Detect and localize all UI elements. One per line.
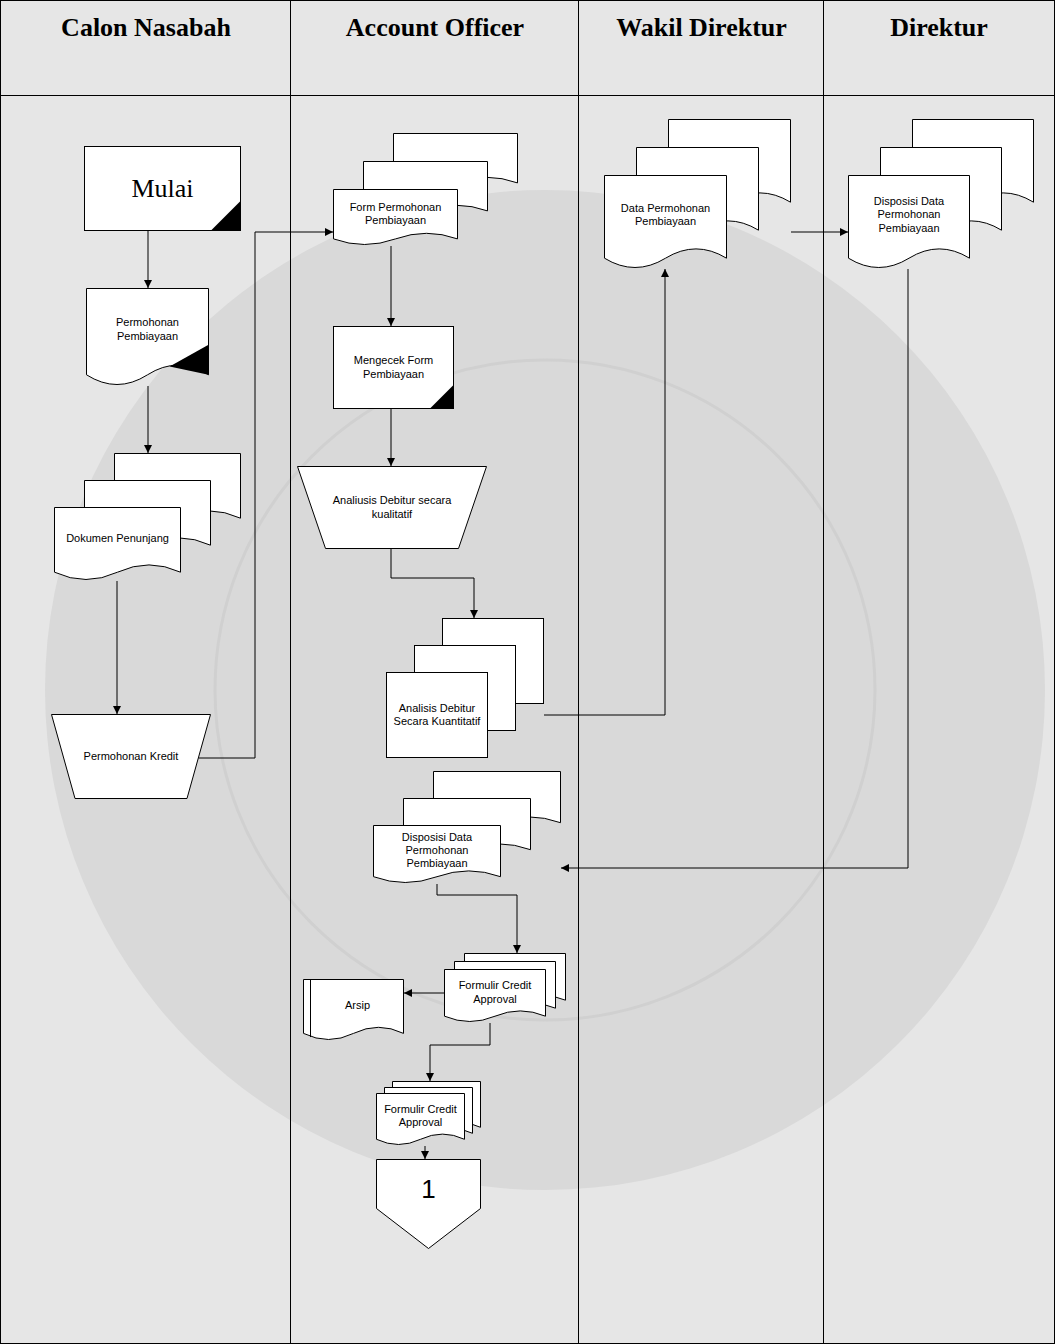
flow-arrow xyxy=(391,549,474,618)
multi-process-box: Analisis Debitur Secara Kuantitatif xyxy=(386,618,544,758)
swimlane: Wakil DirekturData Permohonan Pembiayaan xyxy=(578,0,824,1344)
text-area: Dokumen Penunjang xyxy=(58,510,177,568)
text-area: Formulir Credit Approval xyxy=(448,972,542,1013)
node-label: Disposisi Data Permohonan Pembiayaan xyxy=(377,831,497,871)
node-label: Mulai xyxy=(131,174,193,204)
node-label: Analisis Debitur Secara Kuantitatif xyxy=(390,702,484,728)
lane-title: Wakil Direktur xyxy=(579,13,824,43)
flow-arrow xyxy=(561,269,908,868)
flow-arrow xyxy=(117,581,118,714)
lane-title: Account Officer xyxy=(291,13,579,43)
document-shape: Permohonan Pembiayaan xyxy=(86,288,209,386)
lane-header: Calon Nasabah xyxy=(1,1,291,96)
node-label: Mengecek Form Pembiayaan xyxy=(337,354,450,380)
lane-title: Direktur xyxy=(824,13,1054,43)
node-label: Formulir Credit Approval xyxy=(380,1103,461,1129)
flow-arrow xyxy=(404,993,444,994)
swimlane: DirekturDisposisi Data Permohonan Pembia… xyxy=(823,0,1055,1344)
node-label: Permohonan Pembiayaan xyxy=(90,316,205,342)
text-area: Form Permohonan Pembiayaan xyxy=(337,192,454,236)
text-area: Disposisi Data Permohonan Pembiayaan xyxy=(377,828,497,873)
node-label: Disposisi Data Permohonan Pembiayaan xyxy=(852,195,966,235)
flow-arrow xyxy=(544,269,665,715)
node-label: Data Permohonan Pembiayaan xyxy=(608,202,723,228)
off-page-connector: 1 xyxy=(376,1159,481,1249)
multi-document-shape: Formulir Credit Approval xyxy=(376,1081,481,1146)
lane-header: Account Officer xyxy=(291,1,579,96)
node-label: Dokumen Penunjang xyxy=(66,532,169,545)
shape-outline xyxy=(604,119,791,269)
text-area: Disposisi Data Permohonan Pembiayaan xyxy=(852,178,966,252)
shape-outline xyxy=(848,119,1034,269)
lane-title: Calon Nasabah xyxy=(1,13,291,43)
node-label: 1 xyxy=(421,1174,435,1205)
shape-outline xyxy=(376,1159,481,1249)
multi-document-shape: Dokumen Penunjang xyxy=(54,453,241,581)
multi-document-shape: Formulir Credit Approval xyxy=(444,953,566,1023)
flow-arrow xyxy=(391,246,392,326)
process-box: Mulai xyxy=(84,146,241,231)
flow-arrow xyxy=(148,231,149,288)
multi-document-shape: Form Permohonan Pembiayaan xyxy=(333,133,518,246)
shape-outline xyxy=(54,453,241,581)
flow-arrow xyxy=(425,1146,426,1159)
seal-circle xyxy=(45,190,1045,1190)
flow-arrow xyxy=(791,232,848,233)
multi-document-shape: Data Permohonan Pembiayaan xyxy=(604,119,791,269)
node-label: Arsip xyxy=(345,999,370,1012)
flow-arrow xyxy=(148,386,149,453)
node-label: Analiusis Debitur secara kualitatif xyxy=(329,494,454,520)
text-area: Analiusis Debitur secara kualitatif xyxy=(329,469,454,546)
manual-operation-shape: Analiusis Debitur secara kualitatif xyxy=(297,466,487,549)
flow-arrow xyxy=(391,409,392,466)
multi-document-shape: Disposisi Data Permohonan Pembiayaan xyxy=(373,771,561,884)
text-area: Data Permohonan Pembiayaan xyxy=(608,178,723,252)
node-label: Permohonan Kredit xyxy=(84,750,179,763)
text-area: Mulai xyxy=(88,150,237,227)
text-area: Permohonan Pembiayaan xyxy=(90,291,205,368)
manual-operation-shape: Permohonan Kredit xyxy=(51,714,211,799)
flow-arrow xyxy=(430,1023,490,1081)
swimlane: Calon NasabahMulaiPermohonan PembiayaanD… xyxy=(0,0,291,1344)
text-area: Mengecek Form Pembiayaan xyxy=(337,330,450,405)
seal-ring xyxy=(215,360,875,1020)
shape-outline xyxy=(386,618,544,758)
multi-document-shape: Disposisi Data Permohonan Pembiayaan xyxy=(848,119,1034,269)
text-area: Formulir Credit Approval xyxy=(380,1096,461,1136)
text-area: Permohonan Kredit xyxy=(78,717,184,796)
node-label: Form Permohonan Pembiayaan xyxy=(337,201,454,227)
lane-header: Wakil Direktur xyxy=(579,1,824,96)
shape-outline xyxy=(333,133,518,246)
text-area: Arsip xyxy=(315,982,400,1030)
archive-document: Arsip xyxy=(303,979,404,1041)
flow-arrow xyxy=(437,884,517,953)
text-area: 1 xyxy=(380,1162,477,1216)
text-area: Analisis Debitur Secara Kuantitatif xyxy=(390,675,484,755)
node-label: Formulir Credit Approval xyxy=(448,979,542,1005)
lane-header: Direktur xyxy=(824,1,1054,96)
process-box: Mengecek Form Pembiayaan xyxy=(333,326,454,409)
swimlane: Account OfficerForm Permohonan Pembiayaa… xyxy=(290,0,579,1344)
